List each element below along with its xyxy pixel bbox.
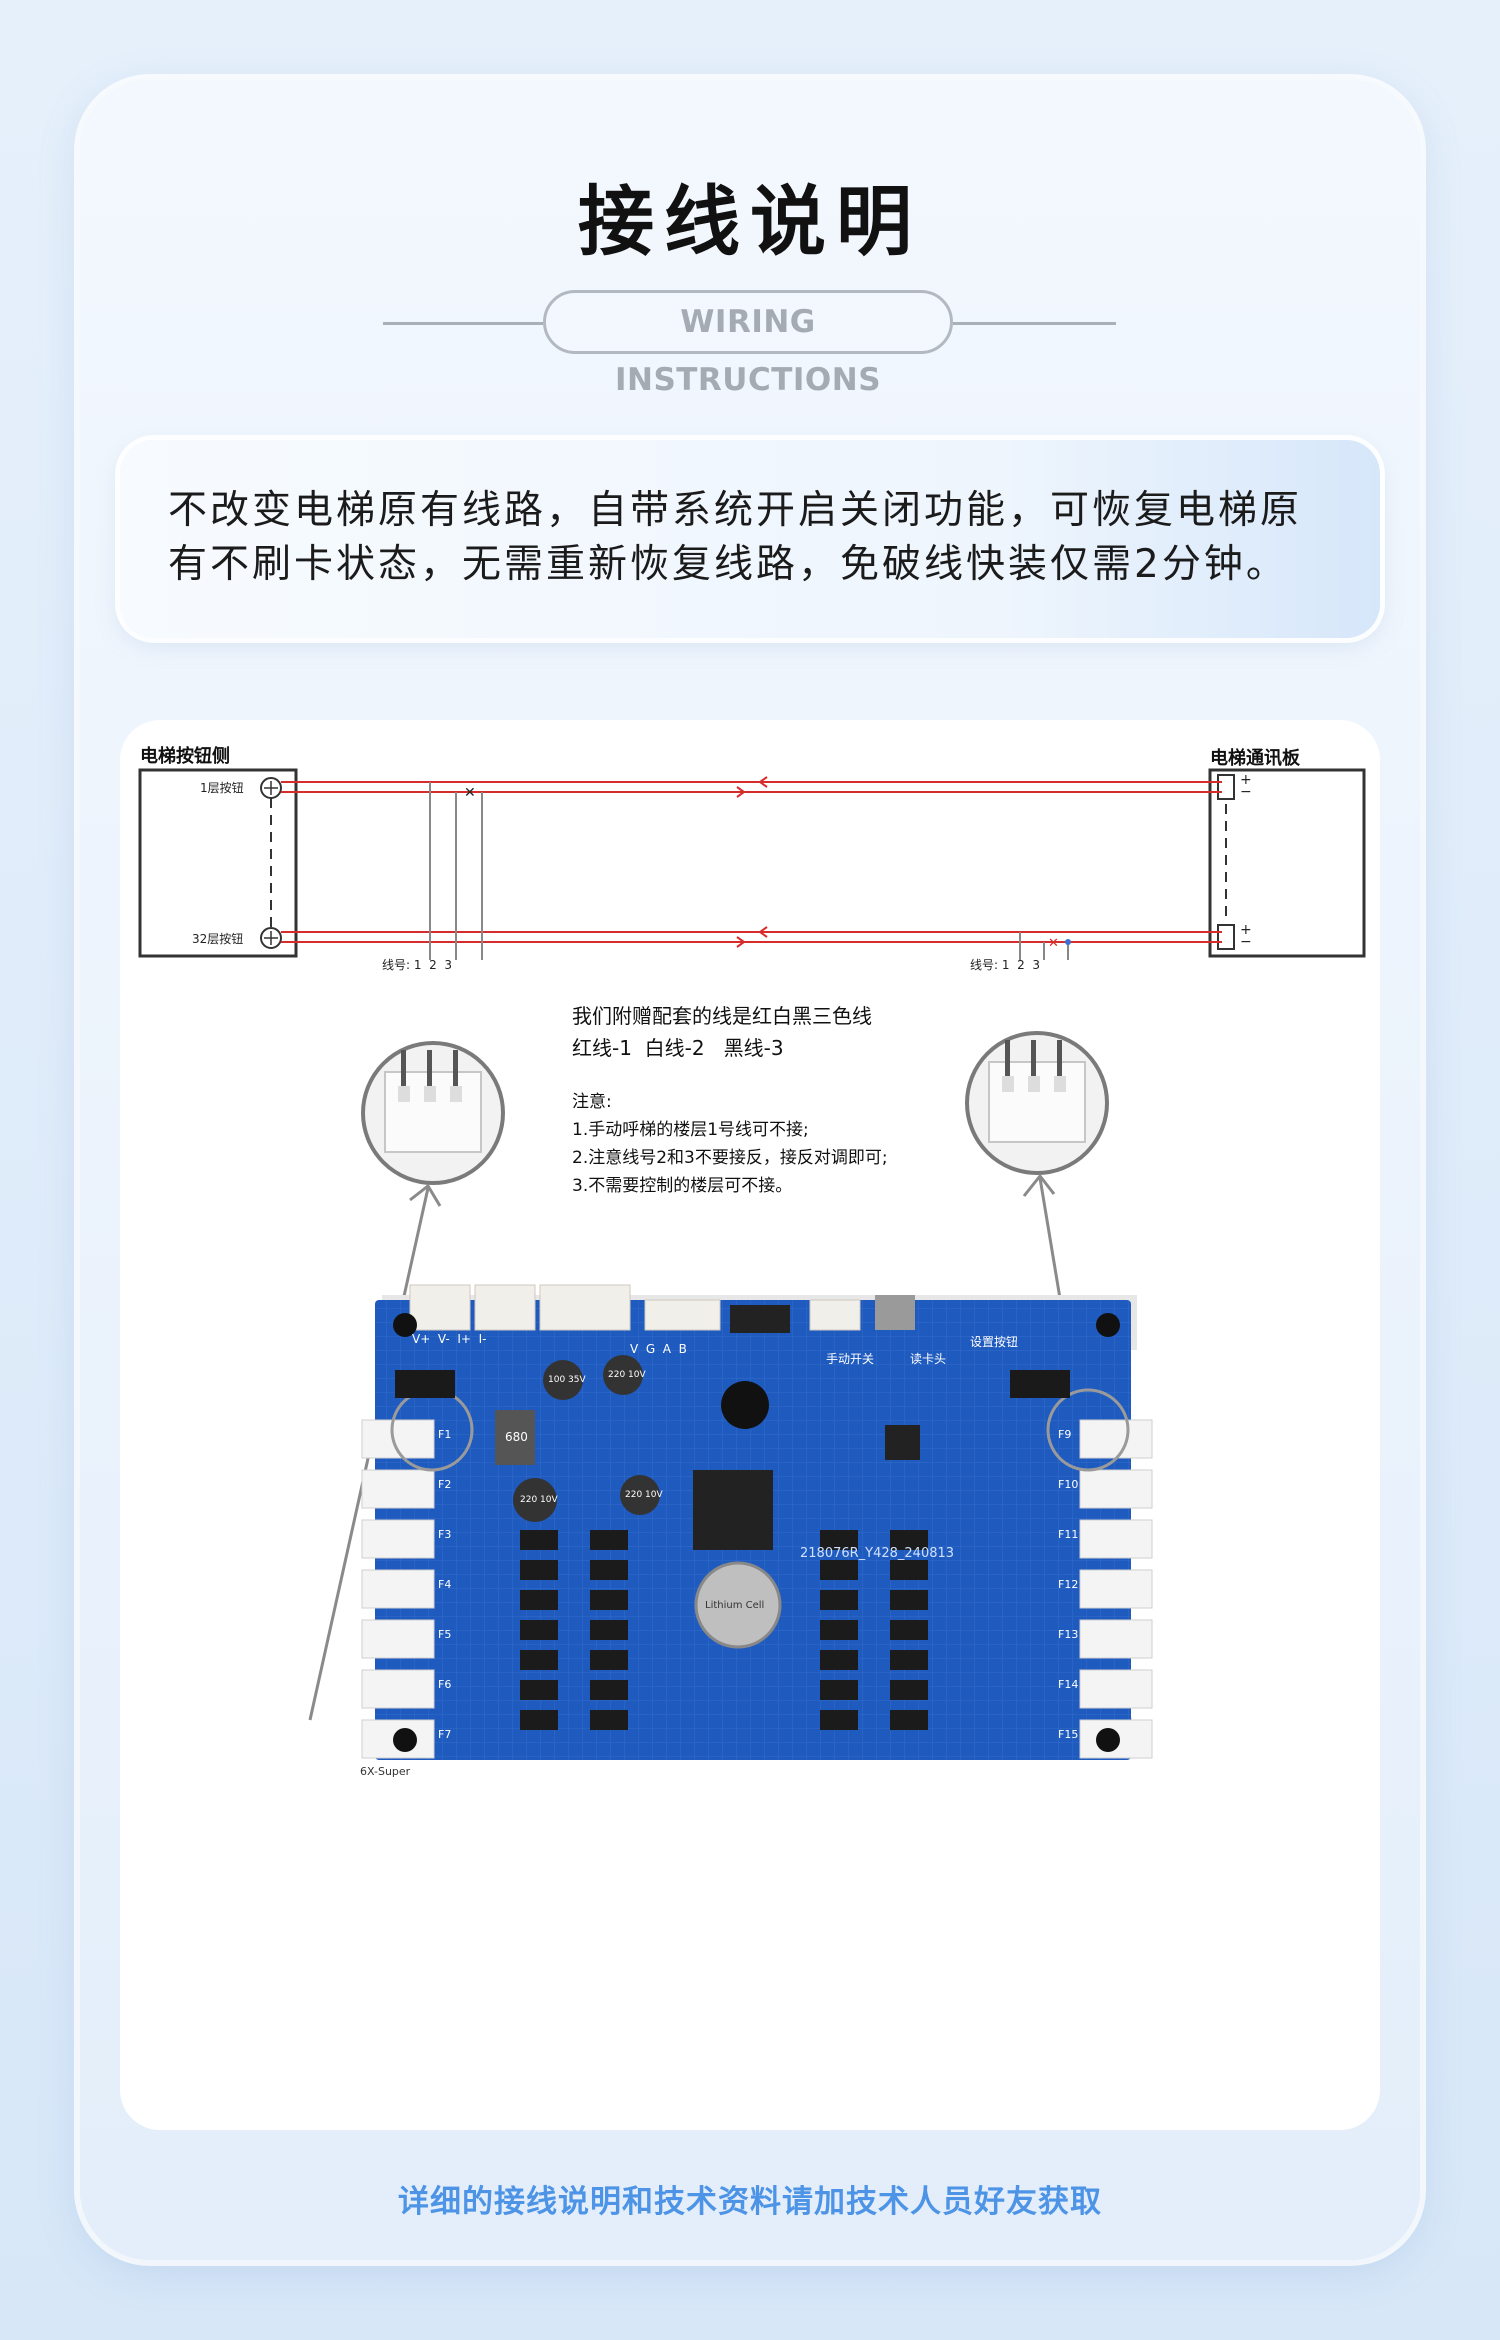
pcb-battery-label: Lithium Cell <box>705 1600 765 1611</box>
wire-color-line-1: 我们附赠配套的线是红白黑三色线 <box>572 1004 872 1028</box>
pcb-cap2-label: 220 10V <box>608 1370 646 1380</box>
comm-plus-bottom: + <box>1240 922 1252 938</box>
pcb-cap1-label: 100 35V <box>548 1375 586 1385</box>
comm-minus-bottom: − <box>1240 934 1252 950</box>
caution-item-2: 2.注意线号2和3不要接反，接反对调即可; <box>572 1148 888 1168</box>
subtitle-badge: WIRING INSTRUCTIONS <box>543 290 953 398</box>
comm-terminal-bottom-icon <box>1217 924 1235 950</box>
intro-line-2: 有不刷卡状态，无需重新恢复线路，免破线快装仅需2分钟。 <box>168 542 1288 587</box>
caution-item-3: 3.不需要控制的楼层可不接。 <box>572 1176 793 1196</box>
pcb-cap4-label: 220 10V <box>625 1490 663 1500</box>
port-label: F12 <box>1058 1578 1079 1591</box>
connector-zoom-right <box>965 1031 1109 1175</box>
right-port-labels: F9 F10 F11 F12 F13 F14 F15 F16 <box>1058 1428 1078 1828</box>
floor32-label: 32层按钮 <box>192 932 244 946</box>
footer-contact-text: 详细的接线说明和技术资料请加技术人员好友获取 <box>398 2184 1102 2220</box>
wire-number-left: 线号: 1 2 3 <box>382 958 453 972</box>
intro-line-1: 不改变电梯原有线路，自带系统开启关闭功能，可恢复电梯原 <box>168 488 1303 533</box>
port-label: F9 <box>1058 1428 1072 1441</box>
wire-color-line-2: 红线-1 白线-2 黑线-3 <box>572 1036 784 1060</box>
elevator-button-side-box <box>138 768 298 958</box>
port-label: F15 <box>1058 1728 1079 1741</box>
intro-text-box: 不改变电梯原有线路，自带系统开启关闭功能，可恢复电梯原 有不刷卡状态，无需重新恢… <box>120 440 1380 638</box>
wiring-diagram: ✕ ✕ <box>138 768 1366 1760</box>
pcb-side-text: 6X-Super <box>360 1765 411 1778</box>
port-label: F2 <box>438 1478 452 1491</box>
caution-item-1: 1.手动呼梯的楼层1号线可不接; <box>572 1120 809 1140</box>
pcb-cap3-label: 220 10V <box>520 1495 558 1505</box>
port-label: F14 <box>1058 1678 1079 1691</box>
page-title: 接线说明 <box>578 177 922 266</box>
pcb-silk-reader: 读卡头 <box>910 1352 947 1366</box>
pcb-silk-header-left: V+ V- I+ I- <box>412 1332 487 1346</box>
floor1-label: 1层按钮 <box>200 781 244 795</box>
diagram-panel: ✕ ✕ <box>120 720 1380 2130</box>
pcb-silk-switch: 手动开关 <box>826 1352 875 1366</box>
pcb-silk-header-mid: V G A B <box>630 1342 687 1356</box>
port-label: F6 <box>438 1678 452 1691</box>
left-port-labels: F1 F2 F3 F4 F5 F6 F7 F8 <box>438 1428 451 1828</box>
wire-color-note: 我们附赠配套的线是红白黑三色线 红线-1 白线-2 黑线-3 <box>572 1000 872 1064</box>
pcb-inductor-label: 680 <box>505 1430 528 1444</box>
port-label: F16 <box>1058 1778 1079 1791</box>
subtitle-rule-left <box>383 322 543 325</box>
port-label: F7 <box>438 1728 452 1741</box>
elevator-comm-board-box <box>1208 768 1366 958</box>
cut-mark-left: ✕ <box>464 785 476 801</box>
comm-terminal-top-icon <box>1217 774 1235 800</box>
port-label: F5 <box>438 1628 452 1641</box>
pcb-silk-pcbid: 218076R_Y428_240813 <box>800 1546 955 1561</box>
connector-zoom-left <box>361 1041 505 1185</box>
comm-minus-top: − <box>1240 784 1252 800</box>
port-label: F3 <box>438 1528 452 1541</box>
port-label: F11 <box>1058 1528 1079 1541</box>
caution-heading: 注意: <box>572 1092 612 1112</box>
port-highlight-right <box>1046 1388 1130 1472</box>
port-label: F13 <box>1058 1628 1079 1641</box>
wire-number-right: 线号: 1 2 3 <box>970 958 1041 972</box>
port-label: F10 <box>1058 1478 1079 1491</box>
subtitle-rule-right <box>953 322 1116 325</box>
comm-plus-top: + <box>1240 772 1252 788</box>
cut-mark-right: ✕ <box>1048 936 1059 951</box>
caution-notes: 注意: 1.手动呼梯的楼层1号线可不接; 2.注意线号2和3不要接反，接反对调即… <box>572 1088 888 1200</box>
port-label: F4 <box>438 1578 452 1591</box>
controller-board-image <box>361 1284 1153 1760</box>
right-box-label: 电梯通讯板 <box>1210 748 1300 769</box>
left-box-label: 电梯按钮侧 <box>140 746 230 767</box>
port-label: F8 <box>438 1778 452 1791</box>
port-label: F1 <box>438 1428 452 1441</box>
pcb-silk-setting: 设置按钮 <box>970 1335 1019 1349</box>
